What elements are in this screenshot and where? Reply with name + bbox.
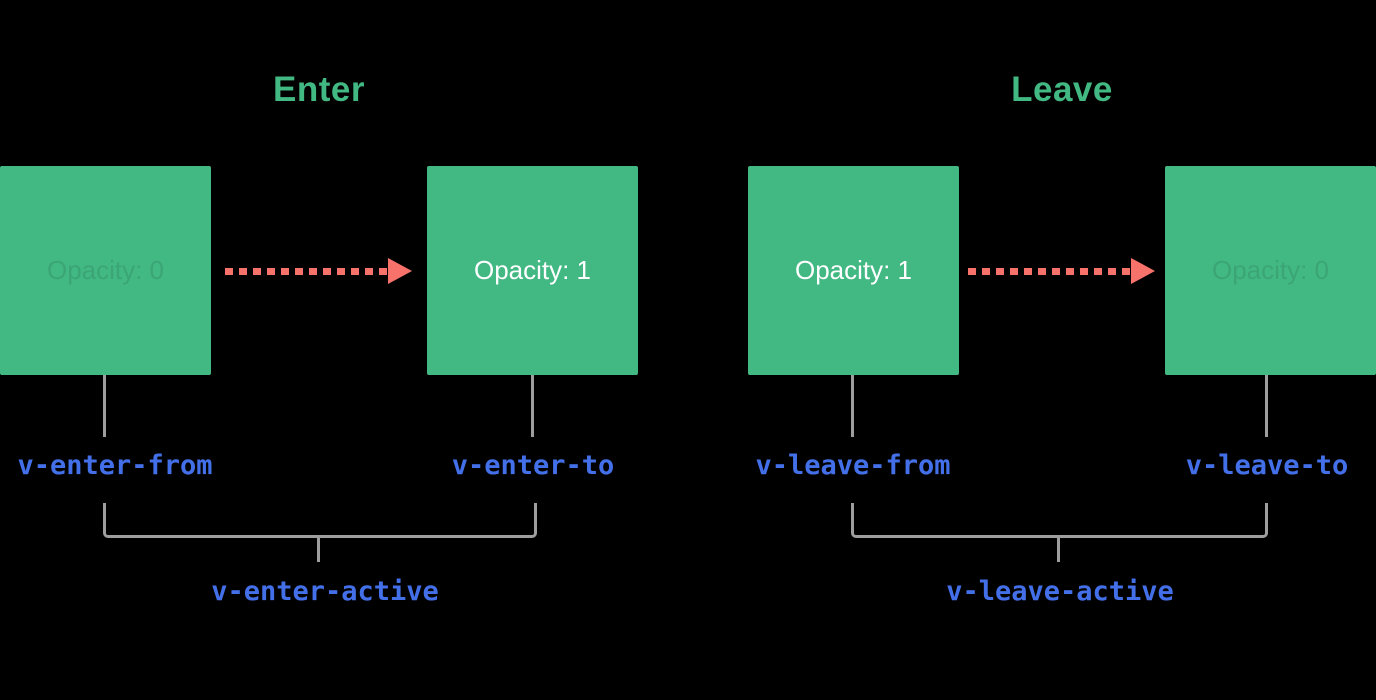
leave-from-opacity-label: Opacity: 1	[794, 255, 913, 285]
connector-line	[531, 375, 534, 437]
connector-line	[317, 536, 320, 562]
enter-to-box: Opacity: 1	[427, 166, 638, 375]
connector-line	[1265, 375, 1268, 437]
dashed-line	[968, 267, 1131, 275]
enter-from-class-label: v-enter-from	[17, 450, 213, 481]
enter-active-bracket	[103, 503, 537, 538]
enter-phase-title: Enter	[273, 70, 365, 109]
leave-to-box: Opacity: 0	[1165, 166, 1376, 375]
enter-from-box: Opacity: 0	[0, 166, 211, 375]
arrowhead-icon	[1131, 258, 1155, 284]
enter-active-class-label: v-enter-active	[211, 576, 439, 607]
leave-active-bracket	[851, 503, 1268, 538]
arrowhead-icon	[388, 258, 412, 284]
leave-phase-title: Leave	[1011, 70, 1113, 109]
leave-from-box: Opacity: 1	[748, 166, 959, 375]
leave-to-class-label: v-leave-to	[1185, 450, 1349, 481]
enter-from-opacity-label: Opacity: 0	[46, 255, 165, 285]
leave-active-class-label: v-leave-active	[946, 576, 1174, 607]
enter-transition-arrow-icon	[225, 258, 412, 284]
enter-to-class-label: v-enter-to	[451, 450, 615, 481]
enter-to-opacity-label: Opacity: 1	[473, 255, 592, 285]
dashed-line	[225, 267, 388, 275]
leave-from-class-label: v-leave-from	[755, 450, 951, 481]
leave-to-opacity-label: Opacity: 0	[1211, 255, 1330, 285]
leave-transition-arrow-icon	[968, 258, 1155, 284]
connector-line	[1057, 536, 1060, 562]
connector-line	[103, 375, 106, 437]
connector-line	[851, 375, 854, 437]
